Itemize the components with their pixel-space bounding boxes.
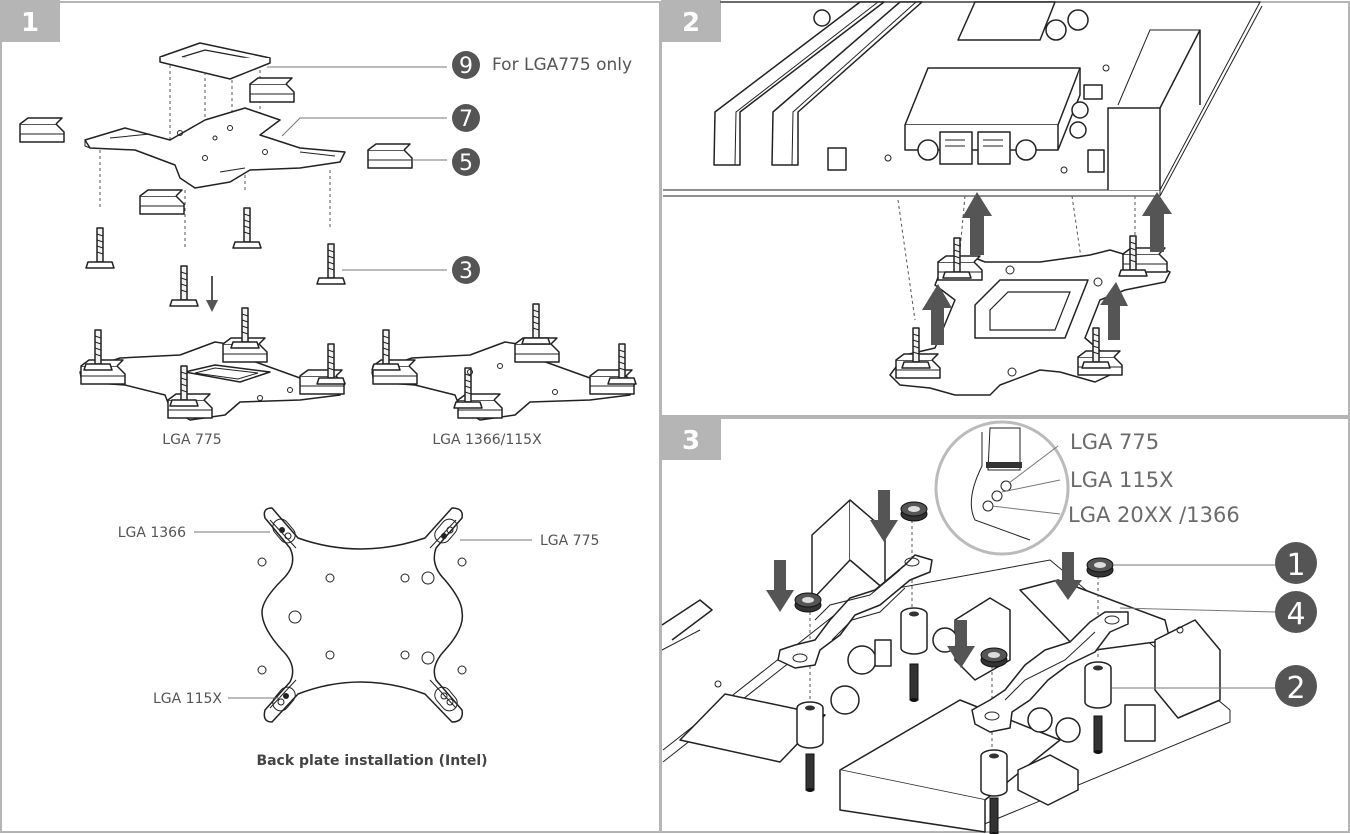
- lga775-adapter-frame: [159, 42, 271, 80]
- callout-9-label: For LGA775 only: [492, 55, 632, 75]
- panel-1-tab: 1: [0, 0, 60, 42]
- assembled-lga775: [79, 307, 346, 421]
- arrow-up-1: [922, 284, 952, 345]
- motherboard-rear-view: [663, 1, 1263, 197]
- svg-text:2: 2: [1286, 671, 1305, 706]
- backplate-label-lga775: LGA 775: [540, 533, 599, 549]
- arrow-up-3: [1100, 282, 1128, 340]
- svg-text:1: 1: [1286, 548, 1305, 583]
- exploded-mounting-assembly: [19, 42, 447, 312]
- svg-text:4: 4: [1286, 597, 1305, 632]
- inset-label-lga20xx-1366: LGA 20XX /1366: [1068, 503, 1240, 527]
- arrow-down-1: [766, 560, 794, 612]
- mounting-plate-x: [84, 107, 346, 189]
- motherboard-front-view: [661, 499, 1231, 833]
- panel-2-number: 2: [682, 8, 700, 38]
- callout-9: 9 For LGA775 only: [452, 51, 632, 79]
- backplate-caption: Back plate installation (Intel): [256, 753, 487, 769]
- svg-text:3: 3: [459, 259, 473, 284]
- back-plate: [194, 507, 532, 723]
- backplate-label-lga1366: LGA 1366: [118, 525, 186, 541]
- svg-text:9: 9: [459, 54, 473, 79]
- backplate-label-lga115x: LGA 115X: [153, 691, 222, 707]
- arrow-down-4: [1054, 552, 1082, 600]
- inset-label-lga115x: LGA 115X: [1070, 468, 1173, 492]
- callout-3: 3: [452, 256, 480, 284]
- result-label-lga1366-115x: LGA 1366/115X: [432, 432, 542, 448]
- svg-text:7: 7: [459, 107, 473, 132]
- arrow-up-4: [1142, 192, 1172, 252]
- panel-2-tab: 2: [661, 0, 721, 42]
- assembled-lga1366: [371, 303, 637, 421]
- arrow-up-2: [962, 192, 992, 255]
- callout-2: 2: [1275, 665, 1317, 707]
- hole-position-inset: [934, 420, 1070, 556]
- panel-1-number: 1: [21, 8, 39, 38]
- callout-4: 4: [1275, 591, 1317, 633]
- callout-7: 7: [452, 104, 480, 132]
- arrow-down-3: [947, 620, 975, 668]
- panel-3-tab: 3: [661, 418, 721, 460]
- svg-text:5: 5: [459, 151, 473, 176]
- callout-1: 1: [1275, 542, 1317, 584]
- mounting-brackets: [777, 554, 1129, 733]
- inset-label-lga775: LGA 775: [1070, 430, 1159, 454]
- panel-3-number: 3: [682, 426, 700, 456]
- callout-5: 5: [452, 148, 480, 176]
- arrow-down-2: [870, 490, 898, 542]
- result-label-lga775: LGA 775: [162, 432, 221, 448]
- installed-backplate-view: [889, 192, 1172, 396]
